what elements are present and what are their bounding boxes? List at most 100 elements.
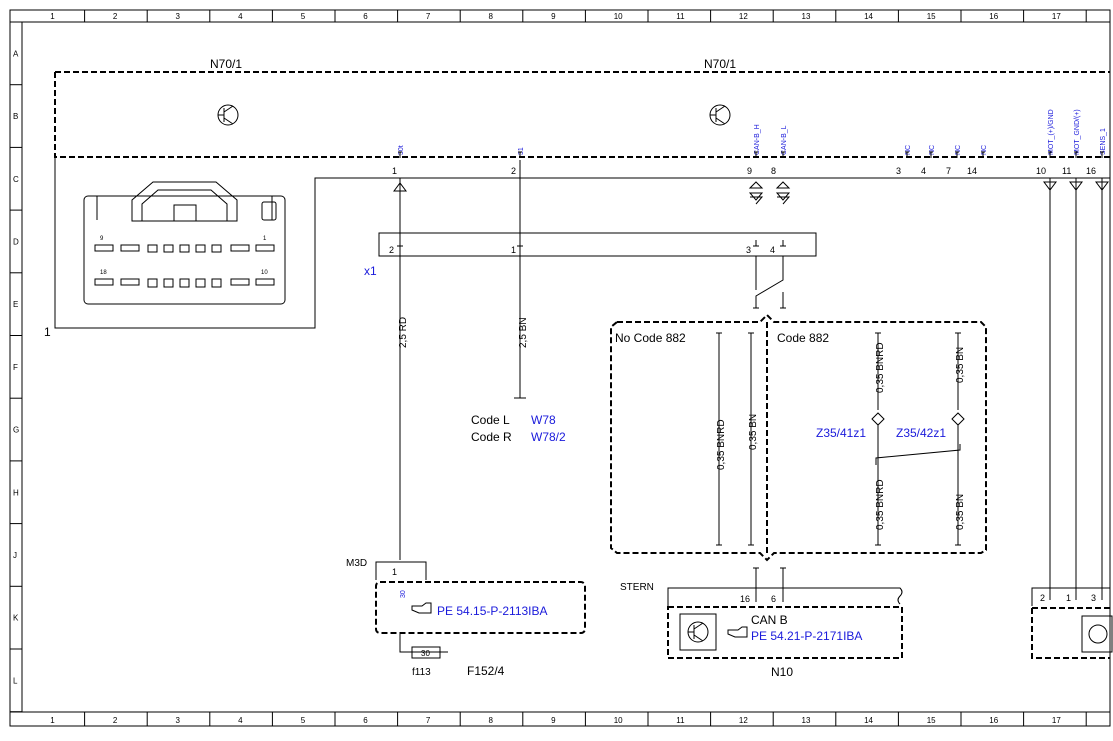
n70-label-left: N70/1 [210,57,242,71]
grid-column-label: 7 [426,716,431,725]
splice-icon [871,412,965,426]
code-882-label: Code 882 [777,331,829,345]
wire-label-0-35-bnrd: 0,35 BNRD [875,342,886,393]
transistor-icon [709,104,731,126]
pointing-hand-icon [727,626,748,638]
signal-mot-gnd2: MOT_GND/(+) [1074,109,1081,155]
wire-label-0-35-bnrd: 0,35 BNRD [716,419,727,470]
w78-2-link[interactable]: W78/2 [531,430,566,444]
x1-label: x1 [364,264,377,278]
f113-label: f113 [412,667,431,678]
grid-column-label: 3 [176,12,181,21]
wire-label-0-35-bn: 0,35 BN [955,494,966,530]
n10-transistor-box [679,613,717,651]
n70-label-right: N70/1 [704,57,736,71]
grid-column-label: 1 [50,12,55,21]
stern-label: STERN [620,582,654,593]
grid-column-label: 9 [551,716,556,725]
signal-sens: SENS_1 [1100,128,1107,155]
z35-41z1-label: Z35/41z1 [816,426,866,440]
pin-number: 16 [1086,166,1096,176]
grid-row-label: E [13,300,18,309]
can-b-label: CAN B [751,613,788,627]
grid-row-label: L [13,676,18,685]
grid-column-label: 7 [426,12,431,21]
grid-column-label: 5 [301,12,306,21]
pin-number: 1 [392,166,397,176]
n10-label: N10 [771,665,793,679]
connector-pin-label: 9 [100,236,104,242]
fuse-value: 30 [421,649,430,658]
grid-column-label: 1 [50,716,55,725]
pin-number: 2 [511,166,516,176]
code-r-label: Code R [471,430,512,444]
grid-column-label: 16 [989,12,998,21]
pe-54-15-link[interactable]: PE 54.15-P-2113IBA [437,604,548,618]
transistor-icon [687,621,709,643]
grid-column-label: 17 [1052,12,1061,21]
n70-module-frame [54,71,1110,158]
grid-column-label: 2 [113,12,118,21]
n10-pin: 6 [771,594,776,604]
signal-nc: NC [929,145,936,155]
grid-column-label: 15 [927,716,936,725]
grid-column-label: 12 [739,716,748,725]
wire-label-0-35-bn: 0,35 BN [748,414,759,450]
grid-row-label: G [13,426,19,435]
grid-column-label: 4 [238,12,243,21]
pin-number: 14 [967,166,977,176]
wire-label-2-5-bn: 2,5 BN [518,317,529,348]
signal-mot-gnd: MOT_(+)/GND [1048,109,1055,155]
signal-nc: NC [955,145,962,155]
connector-housing-frame [54,157,1110,329]
grid-column-label: 3 [176,716,181,725]
grid-column-label: 14 [864,12,873,21]
grid-row-label: F [13,363,18,372]
pin-number: 10 [1036,166,1046,176]
signal-can-h: CAN-B_H [754,124,761,155]
grid-column-label: 8 [489,716,494,725]
m3d-module-frame [375,581,586,634]
grid-column-label: 12 [739,12,748,21]
grid-column-label: 9 [551,12,556,21]
connector-face-icon [83,181,286,305]
n10-module-frame [667,606,903,659]
right-pin: 2 [1040,593,1045,603]
pin-number: 7 [946,166,951,176]
pointing-hand-icon [411,602,432,614]
grid-row-label: J [13,551,17,560]
m3d-label: M3D [346,558,367,569]
f152-label: F152/4 [467,664,505,678]
outer-frame [9,9,1111,727]
wire-label-0-35-bnrd: 0,35 BNRD [875,479,886,530]
right-pin: 3 [1091,593,1096,603]
code-882-box [610,313,987,562]
grid-row-label: H [13,488,19,497]
pin-number: 11 [1062,166,1071,176]
x1-pin: 2 [389,245,394,255]
signal-nc: NC [905,145,912,155]
grid-column-label: 8 [489,12,494,21]
z35-42z1-label: Z35/42z1 [896,426,946,440]
no-code-882-label: No Code 882 [615,331,686,345]
pin-number: 4 [921,166,926,176]
n10-pin: 16 [740,594,750,604]
signal-nc: NC [981,145,988,155]
connector-pin-label: 1 [263,236,267,242]
grid-column-label: 6 [363,716,368,725]
connector-arrow-icon [748,181,791,205]
w78-link[interactable]: W78 [531,413,556,427]
x1-connector-bar [378,232,817,257]
pin-number: 3 [896,166,901,176]
x1-pin: 3 [746,245,751,255]
pe-54-21-link[interactable]: PE 54.21-P-2171IBA [751,629,862,643]
x1-pin: 4 [770,245,775,255]
grid-column-label: 10 [614,12,623,21]
connector-pin-label: 10 [261,270,268,276]
grid-row-label: K [13,614,19,623]
signal-30: 30 [400,590,407,598]
